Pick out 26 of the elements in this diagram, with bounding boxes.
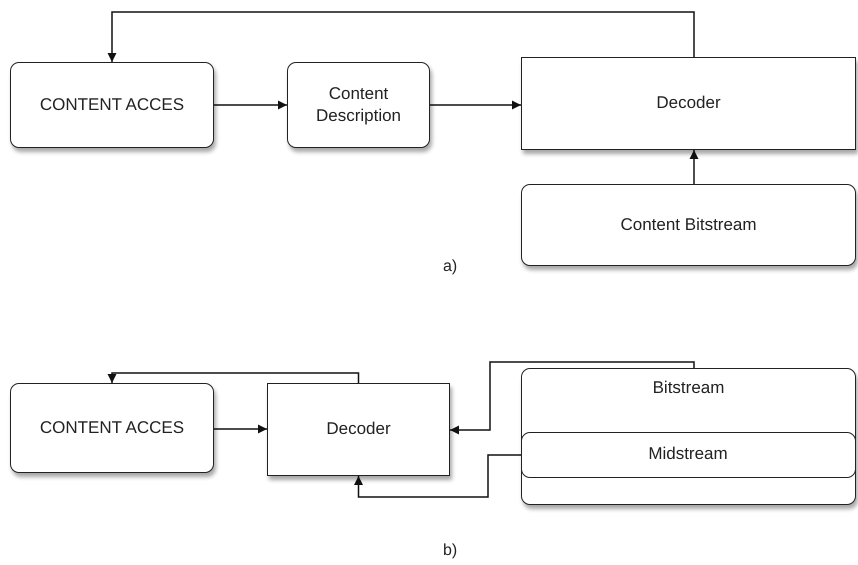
- panel-label: b): [443, 542, 458, 560]
- node-label: Decoder: [656, 92, 721, 114]
- arrow: [354, 454, 521, 498]
- node-label: Bitstream: [652, 377, 724, 399]
- process-box: [267, 383, 450, 476]
- arrow: [214, 100, 287, 110]
- panel-label: a): [443, 258, 458, 276]
- node-label: Decoder: [326, 418, 391, 440]
- rounded-process-box: [521, 184, 856, 266]
- rounded-process-box: [521, 368, 856, 505]
- process-box: [521, 57, 856, 150]
- node-label: Content Description: [314, 82, 402, 127]
- node-label: CONTENT ACCES: [40, 416, 184, 439]
- arrow: [214, 424, 267, 434]
- rounded-process-box: [520, 432, 856, 478]
- arrow: [690, 150, 698, 184]
- arrow: [108, 372, 360, 383]
- rounded-process-box: [10, 383, 214, 473]
- node-label: CONTENT ACCES: [40, 94, 184, 116]
- arrow: [108, 11, 695, 62]
- node-label: Content Bitstream: [620, 214, 757, 236]
- arrow: [450, 361, 695, 434]
- node-label: Midstream: [648, 443, 728, 466]
- rounded-process-box: [10, 62, 214, 148]
- rounded-process-box: [287, 62, 430, 148]
- arrow: [430, 100, 521, 110]
